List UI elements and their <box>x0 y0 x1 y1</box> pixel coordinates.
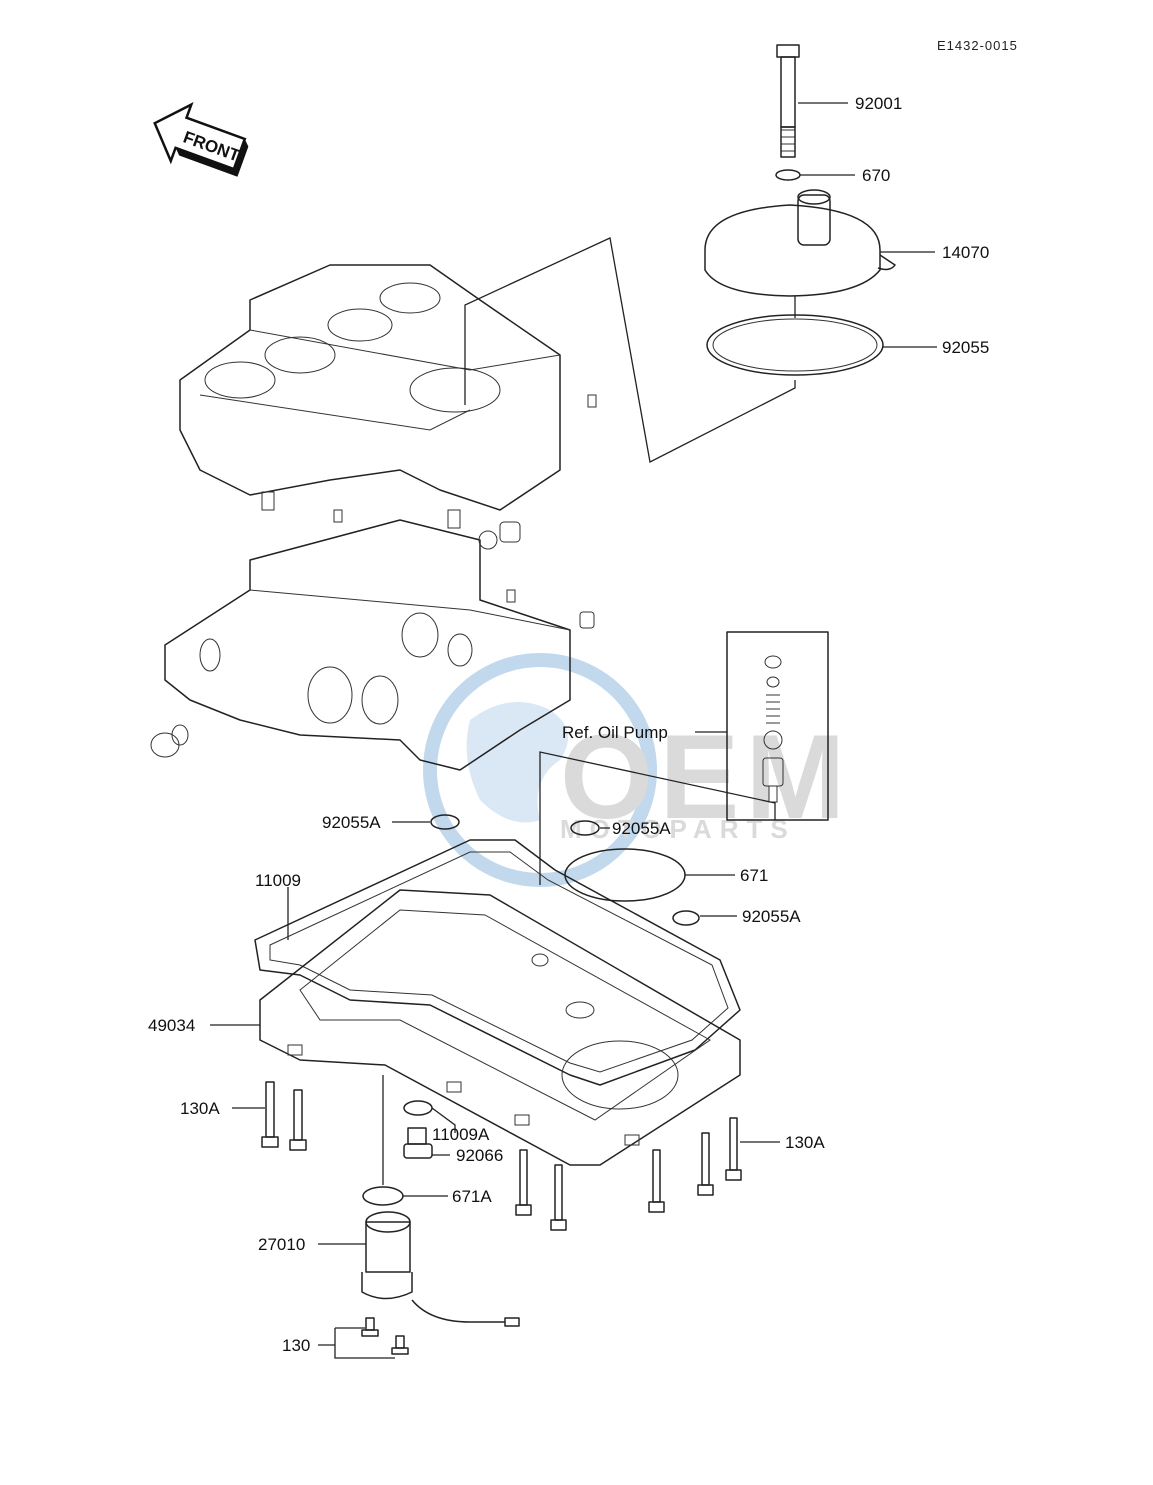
label-92055A-mid: 92055A <box>612 819 671 838</box>
washer-11009A <box>403 1100 433 1116</box>
label-670: 670 <box>862 166 890 185</box>
label-92055A-right: 92055A <box>742 907 801 926</box>
oil-pressure-switch-27010 <box>361 1211 520 1327</box>
watermark-tagline: MOTOPARTS <box>560 814 796 844</box>
screws-130 <box>361 1317 409 1355</box>
bolts-130A-right <box>515 1117 742 1231</box>
seal-92055A-left <box>430 814 460 830</box>
watermark: OEM MOTOPARTS <box>423 653 845 887</box>
oil-pan-49034 <box>259 889 741 1166</box>
oring-92055 <box>706 314 884 376</box>
oil-pump-reference-box <box>726 631 829 821</box>
label-92055A-left: 92055A <box>322 813 381 832</box>
label-27010: 27010 <box>258 1235 305 1254</box>
label-92055: 92055 <box>942 338 989 357</box>
bolts-130A-left <box>261 1081 307 1151</box>
drain-plug-92066 <box>403 1127 433 1159</box>
label-671: 671 <box>740 866 768 885</box>
filter-cover-14070 <box>704 189 896 297</box>
label-14070: 14070 <box>942 243 989 262</box>
seal-92055A-right <box>672 910 700 926</box>
label-11009: 11009 <box>255 871 301 890</box>
lower-crankcase <box>150 509 595 771</box>
label-130: 130 <box>282 1336 310 1355</box>
label-92001: 92001 <box>855 94 902 113</box>
label-92066: 92066 <box>456 1146 503 1165</box>
leader-crankcase-to-filter <box>464 237 796 463</box>
label-11009A: 11009A <box>432 1125 490 1144</box>
label-49034: 49034 <box>148 1016 195 1035</box>
front-arrow: FRONT <box>153 102 249 177</box>
seal-92055A-mid <box>570 820 600 836</box>
diagram-code: E1432-0015 <box>937 38 1018 53</box>
label-130A-right: 130A <box>785 1133 825 1152</box>
label-130A-left: 130A <box>180 1099 220 1118</box>
oring-671A <box>362 1186 404 1206</box>
label-671A-text: 671A <box>452 1187 492 1206</box>
upper-crankcase <box>179 264 597 529</box>
gasket-11009 <box>254 839 741 1086</box>
oil-pump-reference-text: Ref. Oil Pump <box>562 723 668 742</box>
bolt-92001 <box>776 44 800 158</box>
washer-670 <box>775 169 801 181</box>
leader-oilpump <box>539 751 776 885</box>
